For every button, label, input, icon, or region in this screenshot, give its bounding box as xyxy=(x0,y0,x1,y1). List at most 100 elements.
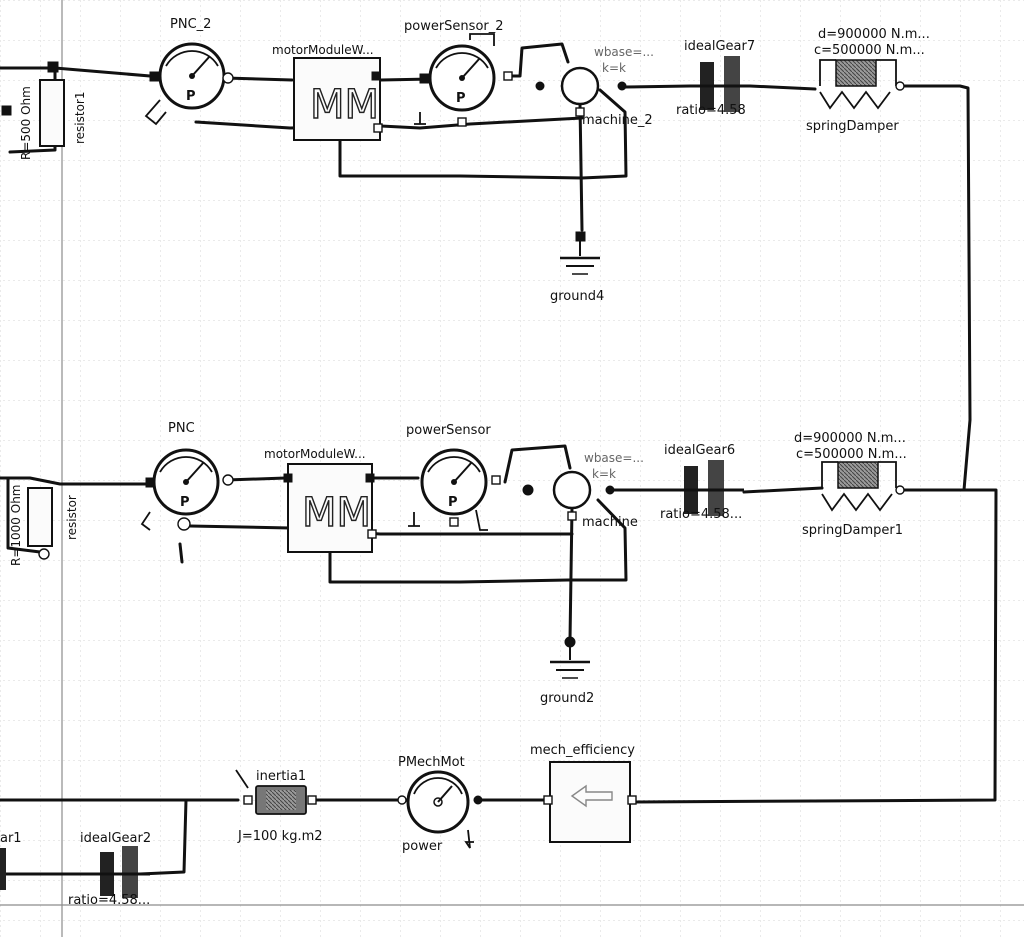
pnc-hub xyxy=(183,479,189,485)
motor-top-block[interactable]: MM xyxy=(293,57,383,141)
spring-damper1-pin-b[interactable] xyxy=(895,485,905,495)
power-sensor-pin-b[interactable] xyxy=(491,475,501,485)
pnc-sensor[interactable]: P xyxy=(140,448,234,531)
machine-pin-b[interactable] xyxy=(605,485,615,495)
motor-mid-block[interactable]: MM xyxy=(283,463,377,553)
resistor1-pin-p[interactable] xyxy=(47,61,59,73)
mech-efficiency-block[interactable] xyxy=(543,761,637,843)
machine-2-pin-a[interactable] xyxy=(535,81,545,91)
mech-efficiency-label: mech_efficiency xyxy=(530,743,635,758)
power-sensor-p-text: P xyxy=(448,495,458,510)
power-sensor-2-pin-c[interactable] xyxy=(457,117,467,127)
power-sensor-2-pin-a[interactable] xyxy=(419,73,430,84)
gear1-partial-wheel xyxy=(0,848,6,890)
power-sensor[interactable]: P xyxy=(408,448,501,531)
inertia1-tick xyxy=(235,769,249,789)
motor-top-label: motorModuleW... xyxy=(272,43,374,57)
ground2-block[interactable] xyxy=(550,636,590,679)
spring-damper-block[interactable] xyxy=(819,59,905,110)
wires xyxy=(0,42,998,876)
resistor1-body xyxy=(39,79,65,147)
machine-pin-c[interactable] xyxy=(567,511,577,521)
spring-damper1-block[interactable] xyxy=(821,461,905,512)
pnc2-flange-a[interactable] xyxy=(149,71,160,82)
pnc-flange-a[interactable] xyxy=(145,477,156,488)
motor-mid-label: motorModuleW... xyxy=(264,447,366,461)
resistor1-param: R=500 Ohm xyxy=(19,86,33,160)
power-sensor-pin-c[interactable] xyxy=(449,517,459,527)
power-sensor-label: powerSensor xyxy=(406,423,491,438)
pnc2-scale xyxy=(165,50,219,67)
inertia1-label: inertia1 xyxy=(256,769,306,784)
mech-efficiency-pin-a[interactable] xyxy=(543,795,553,805)
wbase-mid-label: wbase=... xyxy=(584,451,644,465)
motor-top-mm: MM xyxy=(310,82,379,128)
resistor1-block[interactable] xyxy=(1,61,65,147)
inertia1-flange-b[interactable] xyxy=(307,795,317,805)
pnc2-sensor[interactable]: P xyxy=(144,42,234,126)
pnc2-flange-b[interactable] xyxy=(222,72,234,84)
ideal-gear7-ratio: ratio=4.58 xyxy=(676,103,746,118)
mech-efficiency-pin-b[interactable] xyxy=(627,795,637,805)
pnc-flange-b[interactable] xyxy=(222,474,234,486)
resistor-pin-n[interactable] xyxy=(38,548,50,560)
power-sensor-2[interactable]: P xyxy=(414,33,513,127)
pnc2-p-text: P xyxy=(186,89,196,104)
power-sensor-2-pin-b[interactable] xyxy=(503,71,513,81)
ideal-gear6-block[interactable] xyxy=(668,460,744,516)
resistor-body xyxy=(27,487,53,547)
ideal-gear7-wheel-b xyxy=(724,56,740,112)
inertia1-flange-a[interactable] xyxy=(243,795,253,805)
spring-damper1-frame xyxy=(821,461,897,488)
spring-damper-frame xyxy=(819,59,897,86)
gear1-partial-block[interactable] xyxy=(0,848,6,890)
motor-mid-pin-in[interactable] xyxy=(283,473,293,483)
pnc2-needle xyxy=(191,55,211,77)
ideal-gear2-wheel-b xyxy=(122,846,138,898)
k-mid-label: k=k xyxy=(592,467,616,481)
machine-block[interactable] xyxy=(522,470,615,521)
ground2-pin[interactable] xyxy=(564,636,576,648)
power-sensor-scale xyxy=(427,456,481,473)
pnc2-label: PNC_2 xyxy=(170,17,211,32)
ideal-gear2-block[interactable] xyxy=(88,846,150,898)
motor-top-body xyxy=(293,57,381,141)
machine-2-pin-c[interactable] xyxy=(575,107,585,117)
power-sensor-2-label: powerSensor_2 xyxy=(404,19,504,34)
motor-mid-pin-signal[interactable] xyxy=(367,529,377,539)
ideal-gear6-label: idealGear6 xyxy=(664,443,735,458)
spring-damper-spring xyxy=(819,90,891,110)
inertia1-block[interactable] xyxy=(235,769,317,815)
motor-mid-mm: MM xyxy=(302,490,371,536)
spring-damper-pin-b[interactable] xyxy=(895,81,905,91)
power-meter[interactable] xyxy=(397,770,483,849)
resistor-block[interactable] xyxy=(27,487,53,560)
resistor1-heat-port[interactable] xyxy=(1,105,12,116)
machine-2-label: machine_2 xyxy=(582,113,653,128)
motor-top-pin-signal[interactable] xyxy=(373,123,383,133)
inertia1-param: J=100 kg.m2 xyxy=(237,829,323,844)
pnc-pin-c[interactable] xyxy=(177,517,191,531)
ideal-gear7-block[interactable] xyxy=(690,56,750,112)
ideal-gear6-wheel-b xyxy=(708,460,724,516)
machine-2-block[interactable] xyxy=(535,66,627,117)
power-sensor-2-top-wire xyxy=(469,33,495,46)
pnc2-output-hook xyxy=(144,99,167,126)
spring-damper1-spring xyxy=(821,492,893,512)
machine-pin-a[interactable] xyxy=(522,484,534,496)
ideal-gear2-ratio: ratio=4.58... xyxy=(68,893,150,908)
ground4-pin[interactable] xyxy=(575,231,586,242)
pnc-scale xyxy=(159,456,213,473)
resistor1-label: resistor1 xyxy=(73,91,87,144)
power-meter-flange-b[interactable] xyxy=(473,795,483,805)
resistor-param: R=1000 Ohm xyxy=(9,485,23,567)
spring-damper1-damper xyxy=(837,461,879,489)
pnc-output-hook xyxy=(140,511,151,531)
machine-2-pin-b[interactable] xyxy=(617,81,627,91)
power-meter-flange-a[interactable] xyxy=(397,795,407,805)
motor-top-pin-out[interactable] xyxy=(371,71,381,81)
motor-mid-pin-out[interactable] xyxy=(365,473,375,483)
ground4-block[interactable] xyxy=(560,231,600,275)
k-top-label: k=k xyxy=(602,61,626,75)
